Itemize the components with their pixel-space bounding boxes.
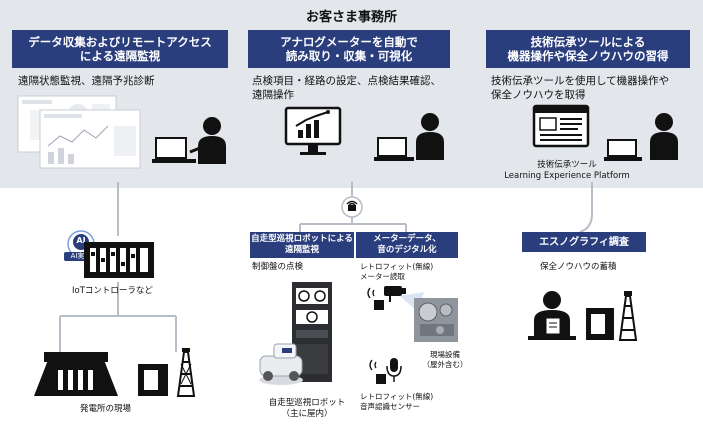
- wireless-hub-icon: [341, 196, 363, 218]
- ai-badge-top-label: AI: [76, 236, 86, 245]
- field-equipment-label: 現場設備 （屋外含む）: [420, 350, 470, 370]
- retrofit-camera-label: レトロフィット(無線) メーター読取: [360, 262, 450, 282]
- field-equipment-label-line1: 現場設備: [430, 350, 460, 359]
- skill-transfer-header-line2: 機器操作や保全ノウハウの習得: [507, 49, 669, 63]
- office-title: お客さま事務所: [305, 10, 397, 25]
- patrol-robot-caption: 自走型巡視ロボット （主に屋内）: [262, 398, 352, 420]
- patrol-robot-header: 自走型巡視ロボットによる 遠隔監視: [250, 232, 354, 258]
- analog-meter-header: アナログメーターを自動で 読み取り・収集・可視化: [248, 30, 450, 68]
- ethnography-header: エスノグラフィ調査: [522, 232, 646, 252]
- skill-transfer-header-line1: 技術伝承ツールによる: [530, 35, 646, 49]
- analog-meter-desc-line2: 遠隔操作: [252, 89, 294, 101]
- retrofit-sound-sensor-label-line2: 音声認識センサー: [360, 402, 420, 411]
- retrofit-microphone-icon: [369, 358, 402, 384]
- power-plant-dam-icon: [34, 352, 118, 396]
- ethnography-label: 保全ノウハウの蓄積: [540, 262, 617, 272]
- learning-platform-caption: 技術伝承ツール Learning Experience Platform: [486, 160, 648, 182]
- patrol-robot-header-line1: 自走型巡視ロボットによる: [251, 234, 353, 244]
- power-plant-building-tower-icon: [138, 348, 196, 397]
- meter-visualization-operator-icon: [284, 106, 444, 161]
- remote-monitoring-header-line1: データ収集およびリモートアクセス: [28, 35, 212, 49]
- retrofit-camera-icon: [367, 286, 406, 310]
- patrol-robot-header-line2: 遠隔監視: [284, 245, 319, 255]
- analog-meter-desc: 点検項目・経路の設定、点検結果確認、 遠隔操作: [252, 74, 457, 102]
- ethnography-survey-icon: [528, 291, 638, 341]
- ethnography-header-text: エスノグラフィ調査: [539, 236, 629, 248]
- control-panel-label: 制御盤の点検: [252, 262, 304, 272]
- remote-monitoring-desc-line1: 遠隔状態監視、遠隔予兆診断: [18, 75, 155, 87]
- operator-laptop-icon: [152, 117, 226, 164]
- skill-transfer-desc: 技術伝承ツールを使用して機器操作や 保全ノウハウを取得: [491, 74, 696, 102]
- analog-meter-header-line2: 読み取り・収集・可視化: [285, 49, 413, 63]
- skill-transfer-desc-line1: 技術伝承ツールを使用して機器操作や: [491, 75, 670, 87]
- remote-monitoring-header: データ収集およびリモートアクセス による遠隔監視: [12, 30, 228, 68]
- analog-meter-header-line1: アナログメーターを自動で: [280, 35, 418, 49]
- analog-meter-desc-line1: 点検項目・経路の設定、点検結果確認、: [252, 75, 441, 87]
- power-plant-site-label: 発電所の現場: [80, 404, 132, 414]
- skill-transfer-header: 技術伝承ツールによる 機器操作や保全ノウハウの習得: [486, 30, 690, 68]
- field-equipment-label-line2: （屋外含む）: [422, 360, 468, 369]
- meter-digitization-header: メーターデータ、 音のデジタル化: [356, 232, 458, 258]
- retrofit-camera-label-line2: メーター読取: [360, 272, 405, 281]
- retrofit-sound-sensor-label: レトロフィット(無線) 音声認識センサー: [360, 392, 450, 412]
- patrol-robot-caption-line2: （主に屋内）: [281, 409, 333, 419]
- retrofit-camera-label-line1: レトロフィット(無線): [360, 262, 434, 271]
- learning-platform-caption-line1: 技術伝承ツール: [537, 160, 597, 170]
- learning-platform-operator-icon: [532, 104, 678, 161]
- skill-transfer-desc-line2: 保全ノウハウを取得: [491, 89, 586, 101]
- iot-controller-icon: [84, 242, 154, 278]
- dashboard-screens-illustration: [17, 95, 141, 169]
- ai-badge-bottom-label: AI実装: [64, 252, 98, 261]
- field-equipment-photo: [400, 292, 458, 342]
- remote-monitoring-header-line2: による遠隔監視: [79, 49, 161, 63]
- meter-digitization-header-line1: メーターデータ、: [373, 234, 441, 244]
- patrol-robot-icon: [259, 343, 303, 385]
- iot-controller-label: IoTコントローラなど: [72, 286, 153, 296]
- meter-digitization-header-line2: 音のデジタル化: [377, 245, 437, 255]
- patrol-robot-caption-line1: 自走型巡視ロボット: [268, 398, 346, 408]
- remote-monitoring-desc: 遠隔状態監視、遠隔予兆診断: [18, 74, 233, 88]
- retrofit-sound-sensor-label-line1: レトロフィット(無線): [360, 392, 434, 401]
- learning-platform-caption-line2: Learning Experience Platform: [504, 171, 630, 181]
